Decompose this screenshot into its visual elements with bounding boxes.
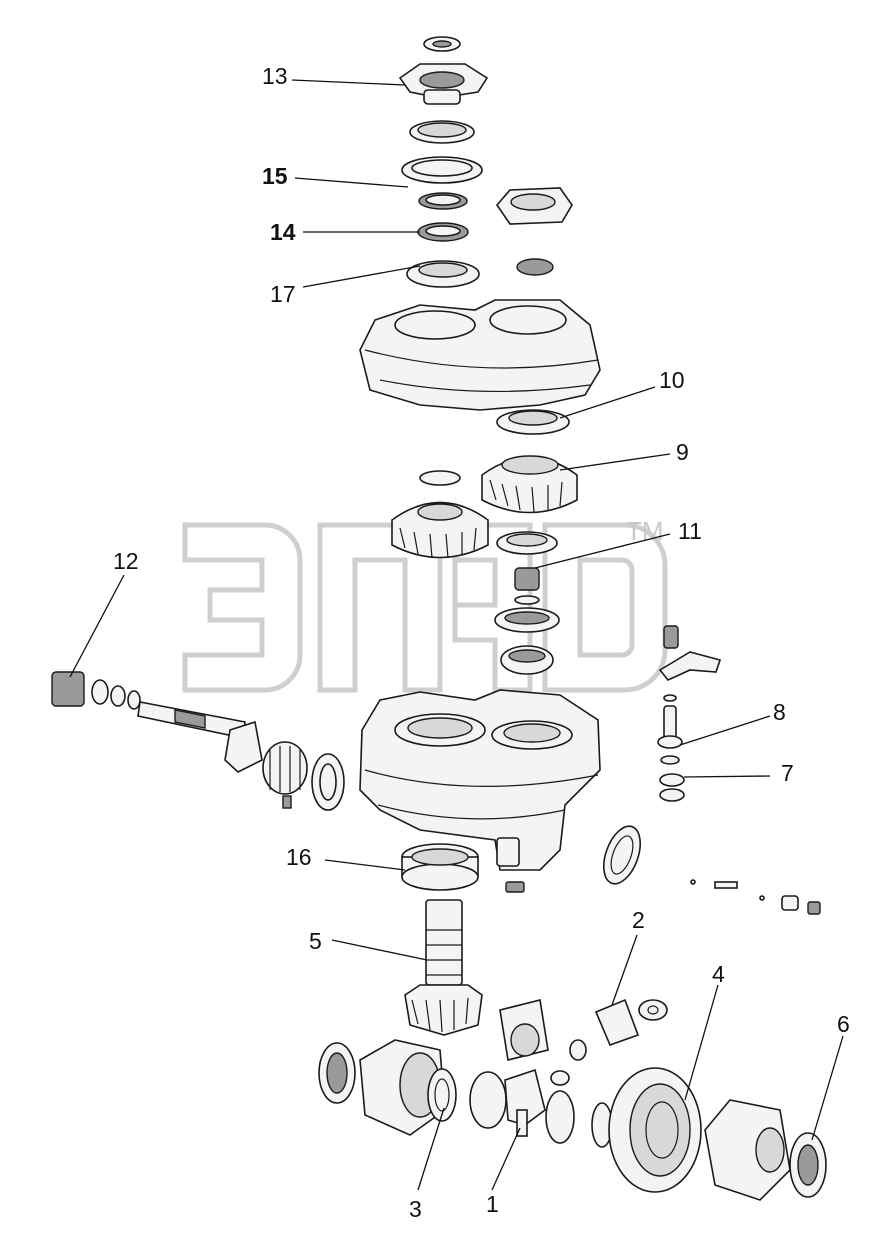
- callout-11: 11: [678, 518, 702, 544]
- part-2-gear-washers: [550, 998, 668, 1086]
- part-13-flange: [398, 63, 489, 105]
- side-cover: [495, 187, 573, 276]
- leader-lines: [69, 79, 844, 1191]
- input-shaft-assembly-12: [51, 671, 345, 811]
- leader-1: [491, 1127, 521, 1191]
- part-9-gear: [481, 455, 578, 514]
- callout-2: 2: [632, 907, 645, 933]
- part-5-pinion-shaft: [404, 899, 483, 1036]
- part-15-ring: [401, 156, 483, 184]
- callout-6: 6: [837, 1011, 850, 1037]
- leader-9: [559, 453, 671, 471]
- part-10-bearing: [496, 409, 570, 435]
- differential-case-right: [704, 1099, 791, 1201]
- callout-8: 8: [773, 699, 786, 725]
- part-14-seal-ring: [417, 192, 469, 242]
- leader-6: [811, 1035, 844, 1141]
- leader-17: [302, 265, 421, 288]
- retaining-clip: [602, 825, 642, 885]
- callout-12: 12: [113, 548, 139, 574]
- left-gear: [391, 470, 489, 559]
- shift-lever-assembly: [657, 625, 722, 802]
- seal-cap: [423, 36, 461, 52]
- leader-3: [417, 1107, 445, 1191]
- sleeve-stack-11: [494, 531, 560, 675]
- leader-10: [559, 386, 656, 419]
- part-1-cross-and-gears: [469, 999, 549, 1137]
- part-16-ring: [401, 843, 479, 891]
- callout-4: 4: [712, 961, 725, 987]
- callout-9: 9: [676, 439, 689, 465]
- leader-4: [684, 984, 719, 1101]
- leader-5: [331, 939, 428, 961]
- watermark-trademark: TM: [626, 516, 664, 546]
- leader-2: [611, 934, 638, 1006]
- bearing-ring-upper: [409, 120, 475, 144]
- part-17-bearing: [406, 260, 480, 288]
- leader-7: [683, 775, 771, 778]
- small-fasteners: [505, 879, 821, 915]
- leader-15: [294, 177, 409, 188]
- callout-13: 13: [262, 63, 288, 89]
- main-housing: [359, 689, 601, 871]
- part-6-bearing: [789, 1132, 827, 1198]
- part-3-thrust-washer: [427, 1068, 457, 1122]
- callout-14: 14: [270, 219, 296, 245]
- leader-12: [69, 574, 125, 678]
- callout-labels: 13 15 14 17 10 9 11 12 8 7 16 5 2 4 6 3 …: [113, 63, 850, 1222]
- part-4-ring-gear: [608, 1067, 702, 1193]
- side-gear-right: [545, 1090, 613, 1148]
- upper-housing-cover: [359, 299, 601, 411]
- callout-3: 3: [409, 1196, 422, 1222]
- leader-16: [324, 859, 406, 871]
- callout-1: 1: [486, 1191, 499, 1217]
- callout-16: 16: [286, 844, 312, 870]
- callout-15: 15: [262, 163, 288, 189]
- leader-11: [534, 533, 671, 569]
- left-bearing-cup: [318, 1042, 356, 1104]
- callout-10: 10: [659, 367, 685, 393]
- leader-13: [291, 79, 406, 86]
- callout-5: 5: [309, 928, 322, 954]
- callout-7: 7: [781, 760, 794, 786]
- watermark-logo: [182, 522, 668, 693]
- leader-8: [679, 715, 771, 746]
- callout-17: 17: [270, 281, 296, 307]
